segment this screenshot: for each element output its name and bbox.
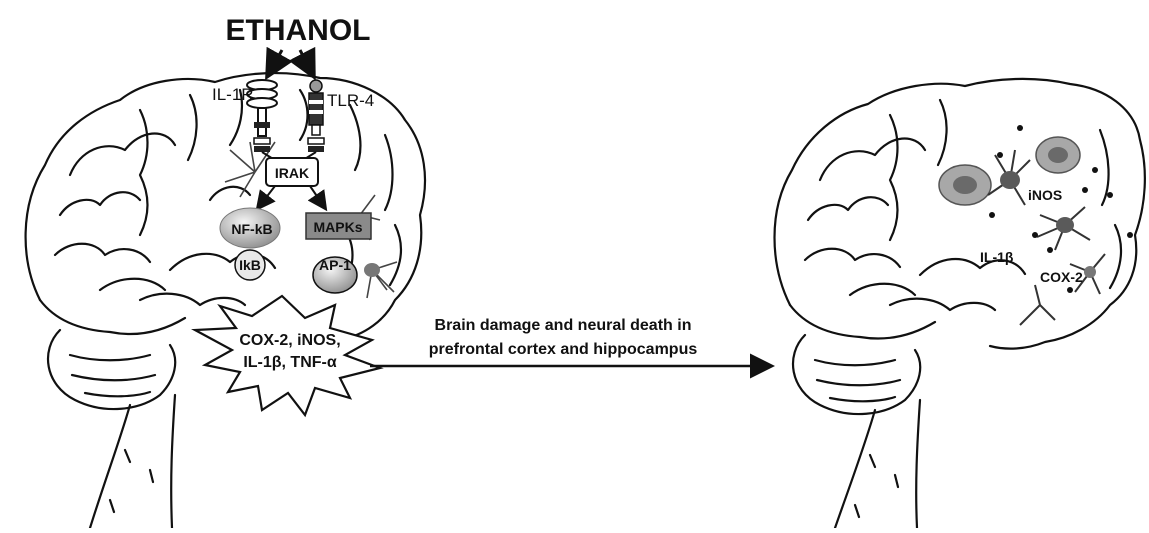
ethanol-arrow-left: [268, 50, 282, 75]
mapks-label: MAPKs: [313, 219, 362, 235]
il1b-label: IL-1β: [980, 249, 1014, 265]
nfkb-label: NF-kB: [231, 221, 272, 237]
inos-label: iNOS: [1028, 187, 1062, 203]
ap1-label: AP-1: [319, 257, 351, 273]
tlr4-receptor: [308, 80, 324, 152]
cox2-label: COX-2: [1040, 269, 1083, 285]
right-brain: [775, 79, 1145, 528]
mediators-line1: COX-2, iNOS,: [239, 332, 340, 349]
ethanol-arrow-right: [300, 50, 313, 75]
arrow-label-line2: prefrontal cortex and hippocampus: [429, 341, 698, 358]
mediators-line2: IL-1β, TNF-α: [243, 354, 337, 371]
ikb-label: IkB: [239, 257, 261, 273]
activated-glia: [939, 125, 1133, 325]
ethanol-title: ETHANOL: [226, 14, 371, 47]
il1r-label: IL-1R: [212, 85, 254, 104]
irak-label: IRAK: [275, 165, 309, 181]
left-brain: [26, 73, 425, 528]
arrow-label-line1: Brain damage and neural death in: [435, 317, 692, 334]
tlr4-label: TLR-4: [327, 91, 374, 110]
